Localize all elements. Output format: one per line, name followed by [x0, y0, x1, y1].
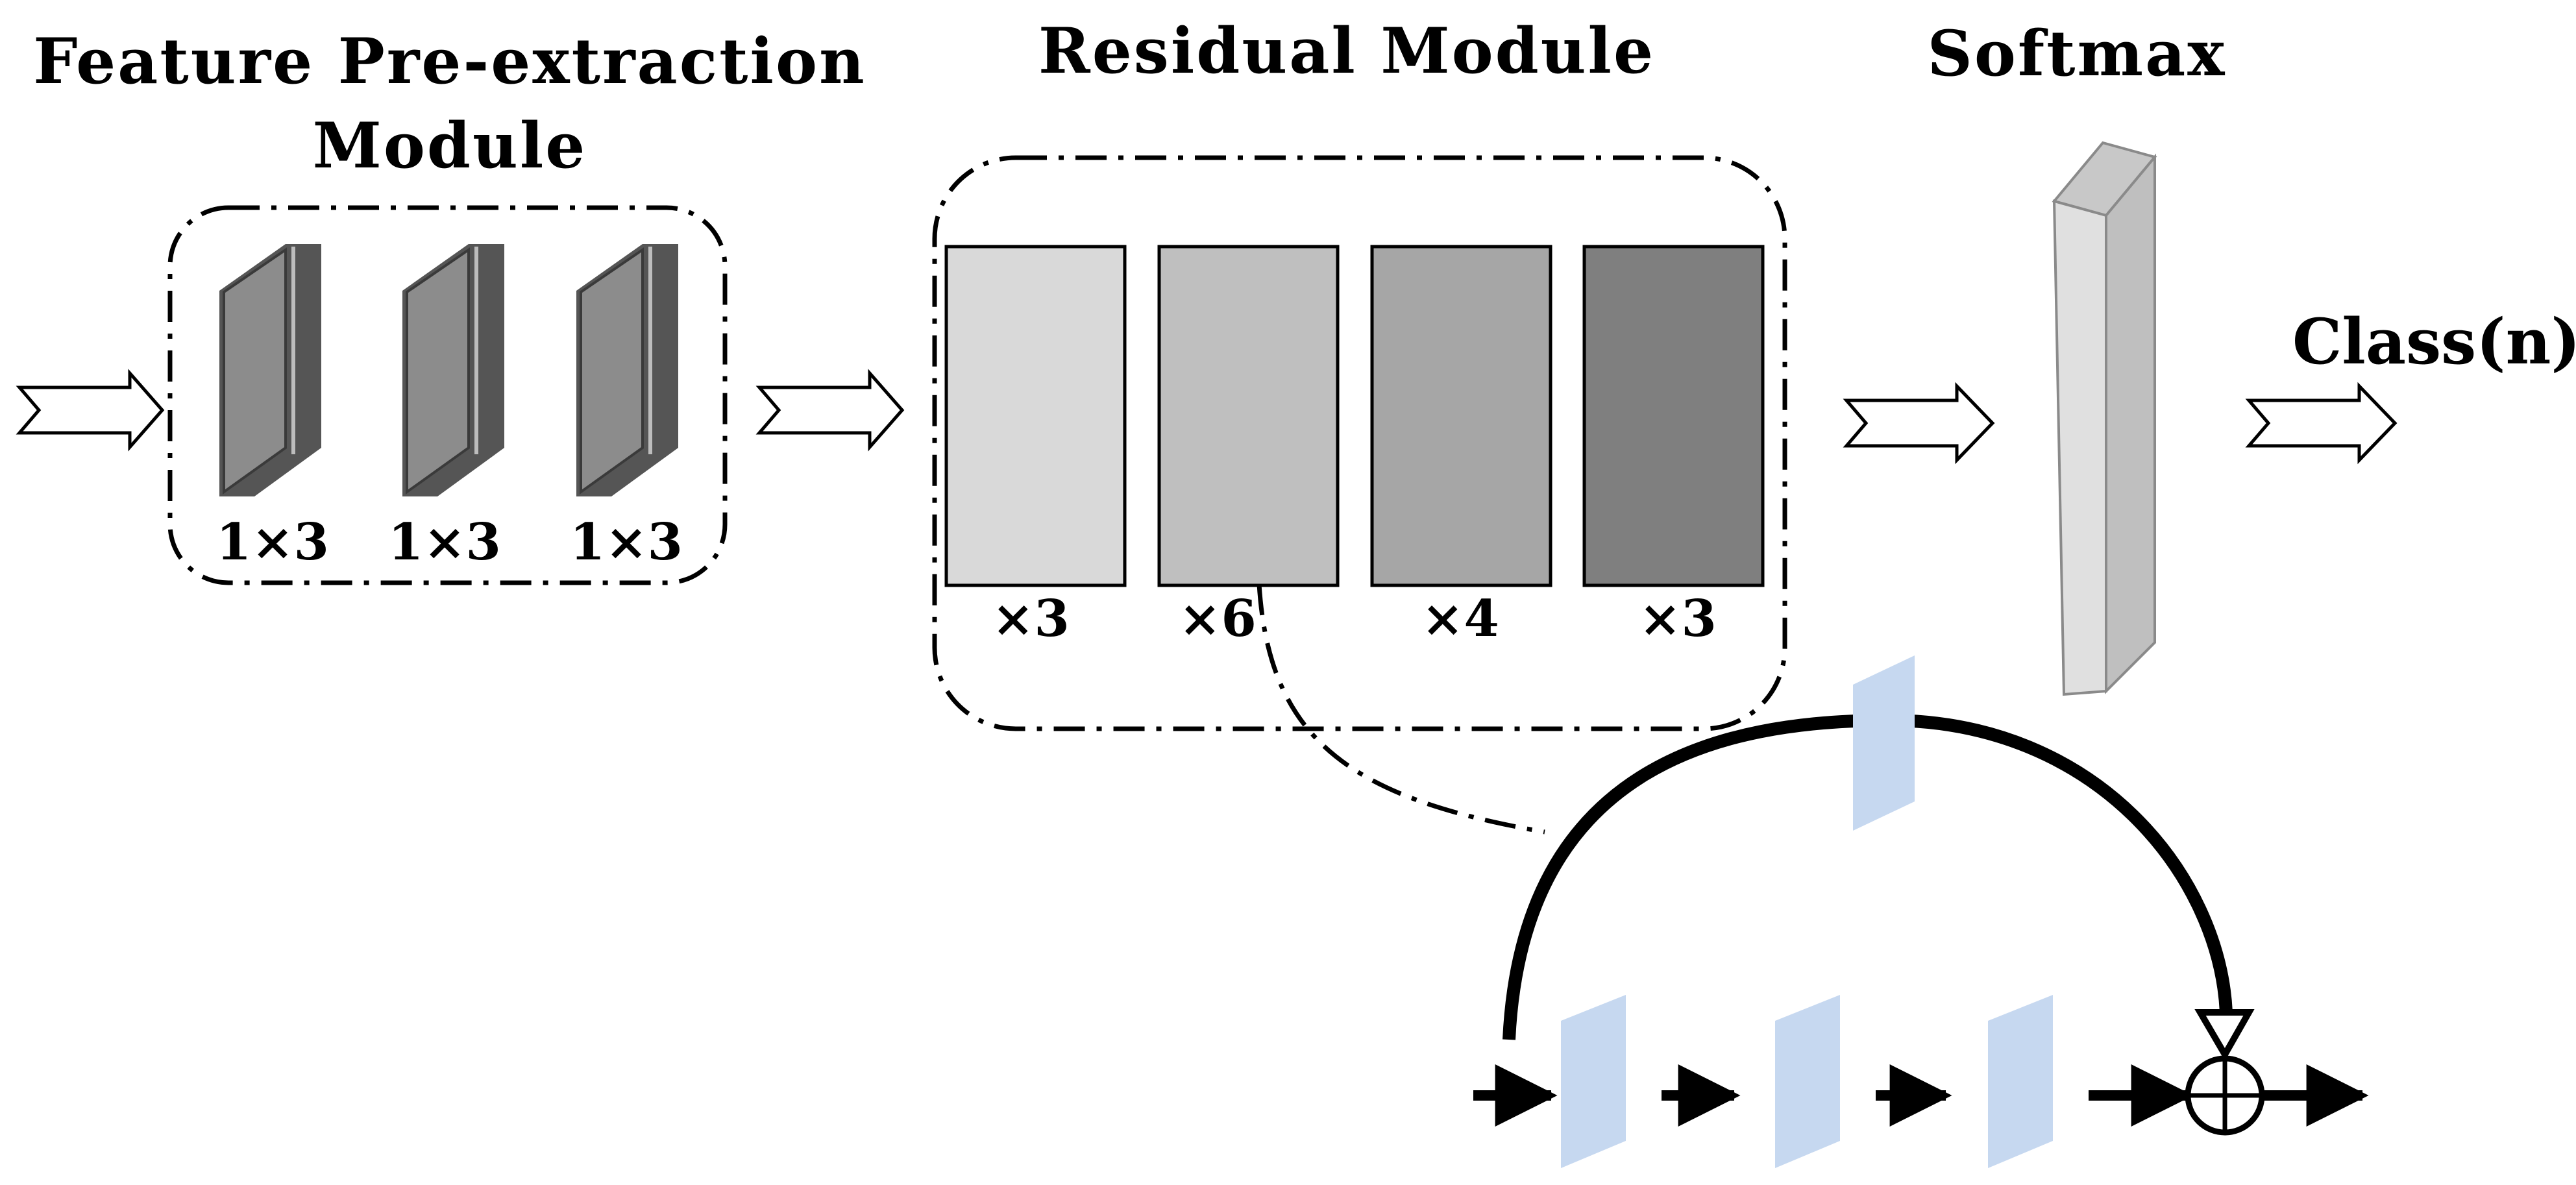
kernel-label-1: 1×3: [216, 513, 329, 572]
softmax-bar: [2052, 141, 2157, 696]
stage-repeat-label-2: ×6: [1179, 589, 1257, 648]
conv-plate-1: [219, 244, 321, 496]
kernel-label-2: 1×3: [388, 513, 501, 572]
residual-stage-4: [1582, 245, 1765, 587]
skip-arrowhead: [2194, 1009, 2255, 1062]
kernel-label-3: 1×3: [570, 513, 683, 572]
stage-repeat-label-1: ×3: [992, 589, 1070, 648]
class-output-label: Class(n): [2292, 305, 2576, 378]
stage-repeat-label-3: ×4: [1421, 589, 1499, 648]
residual-module-title: Residual Module: [1038, 14, 1655, 88]
conv-plate-3: [576, 244, 678, 496]
softmax-title: Softmax: [1927, 17, 2226, 90]
residual-module-group: [932, 155, 1787, 731]
zoom-connector-line: [1257, 583, 1545, 835]
feature-module-title-line2: Module: [313, 109, 587, 182]
residual-stage-2: [1157, 245, 1340, 587]
skip-conv-block: [1853, 655, 1915, 831]
residual-stage-1: [944, 245, 1127, 587]
conv-block-1: [1561, 995, 1626, 1168]
residual-stage-3: [1370, 245, 1552, 587]
sum-node: [2185, 1055, 2265, 1136]
feature-module-title-line1: Feature Pre-extraction: [33, 25, 866, 98]
feature-module-group: [167, 205, 728, 585]
stage-repeat-label-4: ×3: [1639, 589, 1717, 648]
conv-block-3: [1988, 995, 2053, 1168]
conv-plate-2: [402, 244, 504, 496]
input-arrow: [16, 369, 165, 452]
output-arrow: [2245, 382, 2398, 465]
residual-to-softmax-arrow: [1843, 382, 1995, 465]
conv-block-2: [1775, 995, 1840, 1168]
feature-to-residual-arrow: [755, 369, 905, 452]
